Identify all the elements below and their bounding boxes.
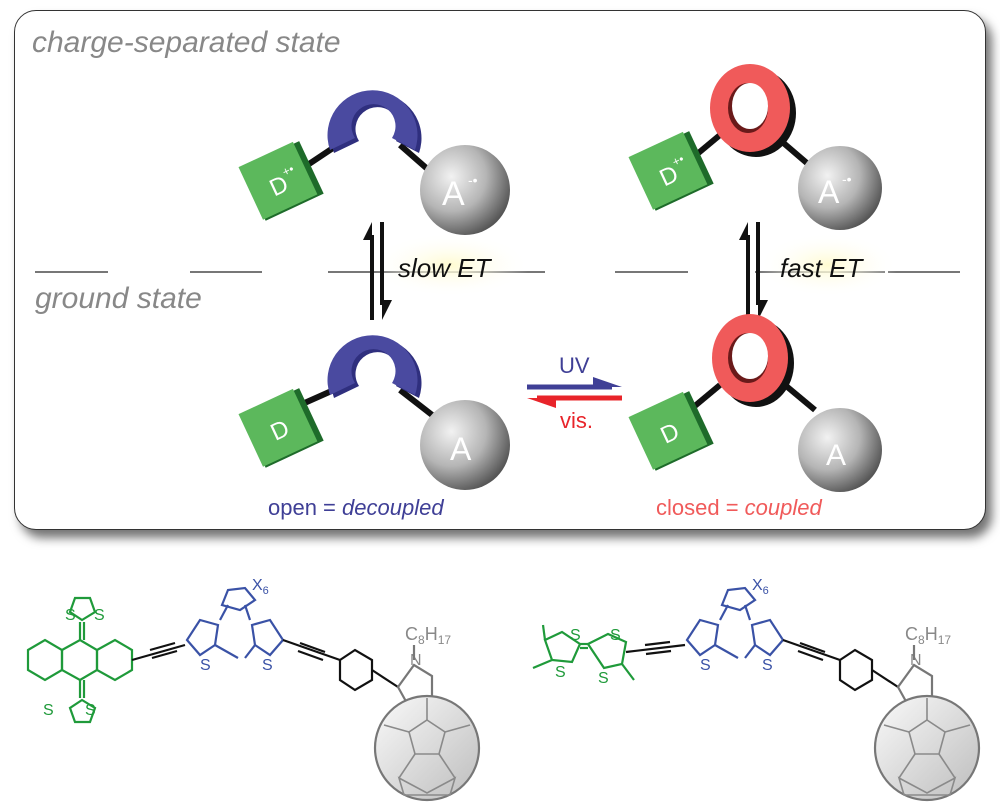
- acceptor-charge: -•: [468, 172, 478, 188]
- photoswitch-arrows: [527, 377, 622, 408]
- nitrogen-label: N: [410, 652, 422, 669]
- acceptor-label: A: [442, 175, 465, 213]
- acceptor-anion-sphere-closed: [798, 146, 882, 230]
- slow-et-glow: [370, 233, 530, 297]
- acceptor-label: A: [818, 174, 840, 210]
- slow-et-label: slow ET: [398, 253, 493, 283]
- alkyl-chain-label: C8H17: [405, 624, 451, 647]
- donor-cation-block-closed: D +•: [628, 131, 714, 211]
- sulfur-label: S: [555, 664, 566, 681]
- charge-separated-state-label: charge-separated state: [32, 26, 341, 59]
- vis-label: vis.: [560, 408, 593, 433]
- sulfur-label: S: [700, 657, 711, 674]
- open-caption-italic: decoupled: [342, 495, 444, 520]
- closed-caption: closed = coupled: [656, 495, 823, 520]
- donor-charge: +•: [670, 152, 686, 169]
- alkyl-chain-label: C8H17: [905, 624, 951, 647]
- x6-label: X6: [752, 577, 769, 597]
- ground-state-label: ground state: [35, 282, 202, 315]
- donor-charge: +•: [280, 162, 296, 179]
- open-ground-assembly: D A: [238, 335, 510, 490]
- closed-caption-italic: coupled: [745, 495, 823, 520]
- sulfur-label: S: [610, 627, 621, 644]
- open-switch-icon: [327, 90, 418, 150]
- molecule-exTTF-structure: S S S S S S X6 N C8H17: [26, 577, 481, 802]
- fast-et-equilibrium-arrow: [739, 222, 768, 320]
- molecule-TTF-structure: S S S S S S X6 N C8H17: [532, 577, 981, 802]
- slow-et-equilibrium-arrow: [363, 222, 392, 320]
- nitrogen-label: N: [910, 652, 922, 669]
- acceptor-anion-sphere: [420, 145, 510, 235]
- closed-charge-separated-assembly: D +• A -•: [628, 64, 882, 230]
- closed-caption-word: closed =: [656, 495, 745, 520]
- sulfur-label: S: [598, 670, 609, 687]
- uv-label: UV: [559, 353, 590, 378]
- sulfur-label: S: [94, 607, 105, 624]
- sulfur-label: S: [570, 627, 581, 644]
- open-switch-icon: [327, 335, 418, 395]
- fast-et-glow: [758, 233, 898, 297]
- fast-et-label: fast ET: [780, 253, 864, 283]
- sulfur-label: S: [262, 657, 273, 674]
- open-charge-separated-assembly: D +• A -•: [238, 90, 510, 235]
- acceptor-charge: -•: [842, 171, 852, 187]
- sulfur-label: S: [762, 657, 773, 674]
- sulfur-label: S: [43, 702, 54, 719]
- sulfur-label: S: [65, 607, 76, 624]
- acceptor-sphere: [420, 400, 510, 490]
- acceptor-label: A: [450, 431, 472, 467]
- open-caption-word: open =: [268, 495, 342, 520]
- closed-ground-assembly: D A: [628, 314, 882, 492]
- donor-cation-block: D +•: [238, 141, 324, 221]
- open-caption: open = decoupled: [268, 495, 444, 520]
- sulfur-label: S: [85, 702, 96, 719]
- acceptor-label: A: [826, 439, 846, 472]
- x6-label: X6: [252, 577, 269, 597]
- acceptor-sphere-closed: [798, 408, 882, 492]
- donor-block-closed: D: [628, 391, 714, 471]
- donor-block: D: [238, 388, 324, 468]
- sulfur-label: S: [200, 657, 211, 674]
